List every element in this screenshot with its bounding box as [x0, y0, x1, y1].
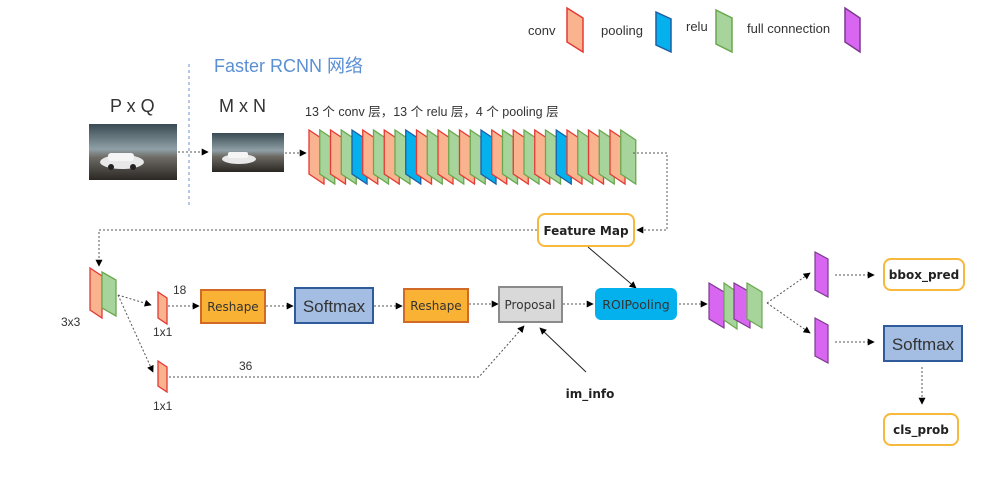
im-info-label: im_info — [566, 387, 615, 402]
rpn-softmax-label: Softmax — [303, 297, 366, 316]
feature-map-node: Feature Map — [537, 213, 635, 247]
cls-conv1x1-label: 1x1 — [153, 325, 173, 339]
legend-swatch-pooling — [655, 10, 672, 54]
proposal-box: Proposal — [498, 286, 563, 323]
reg-conv1x1-label: 1x1 — [153, 399, 173, 413]
rpn-conv3x3-label: 3x3 — [61, 315, 81, 329]
cls-channels-label: 18 — [173, 283, 187, 297]
proposal-label: Proposal — [505, 298, 556, 312]
rpn-conv3x3 — [89, 266, 117, 320]
resized-size-label: M x N — [219, 96, 266, 116]
arrow-to-reg-conv — [117, 294, 154, 373]
legend-swatch-full-connection — [844, 6, 861, 54]
head-softmax-label: Softmax — [892, 335, 955, 354]
legend-label-pooling: pooling — [601, 23, 643, 38]
arrow-to-cls-conv — [117, 294, 152, 307]
arrow-fc-to-cls-fc — [766, 302, 811, 334]
legend-swatch-relu — [715, 8, 733, 54]
legend-label-relu: relu — [686, 19, 708, 34]
connector-featuremap-to-rpn — [95, 229, 537, 267]
legend-swatch-conv — [566, 6, 584, 54]
backbone-layers — [308, 128, 637, 186]
legend-label-full-connection: full connection — [747, 21, 830, 36]
connector-backbone-to-featuremap — [633, 152, 668, 234]
input-size-label: P x Q — [110, 96, 155, 116]
arrow-iminfo-to-proposal — [539, 327, 587, 373]
cls-conv1x1 — [157, 290, 168, 326]
backbone-layer-relu — [620, 128, 637, 186]
reshape-box-1: Reshape — [200, 289, 266, 324]
backbone-caption: 13 个 conv 层，13 个 relu 层，4 个 pooling 层 — [305, 105, 559, 119]
fc-stack — [708, 281, 763, 331]
legend: conv pooling relu full connection — [528, 6, 861, 54]
bbox-fc-layer — [814, 250, 829, 299]
cls-fc-layer — [814, 316, 829, 365]
reshape-2-label: Reshape — [410, 299, 461, 313]
reg-conv1x1 — [157, 359, 168, 394]
bbox-pred-label: bbox_pred — [889, 268, 959, 283]
feature-map-label: Feature Map — [543, 224, 629, 238]
resized-image — [212, 133, 284, 172]
legend-label-conv: conv — [528, 23, 556, 38]
roipooling-label: ROIPooling — [602, 297, 669, 312]
input-image — [89, 124, 177, 180]
rpn-softmax-box: Softmax — [294, 287, 374, 324]
diagram-title: Faster RCNN 网络 — [214, 56, 363, 76]
connector-reg-to-proposal — [169, 325, 525, 378]
arrow-featuremap-to-roipooling — [587, 246, 637, 289]
cls-prob-label: cls_prob — [893, 423, 949, 438]
roipooling-box: ROIPooling — [595, 288, 677, 320]
reshape-box-2: Reshape — [403, 288, 469, 323]
head-softmax-box: Softmax — [883, 325, 963, 362]
bbox-pred-node: bbox_pred — [883, 258, 965, 291]
cls-prob-node: cls_prob — [883, 413, 959, 446]
reshape-1-label: Reshape — [207, 300, 258, 314]
arrow-fc-to-bbox-fc — [766, 272, 811, 304]
reg-channels-label: 36 — [239, 359, 253, 373]
